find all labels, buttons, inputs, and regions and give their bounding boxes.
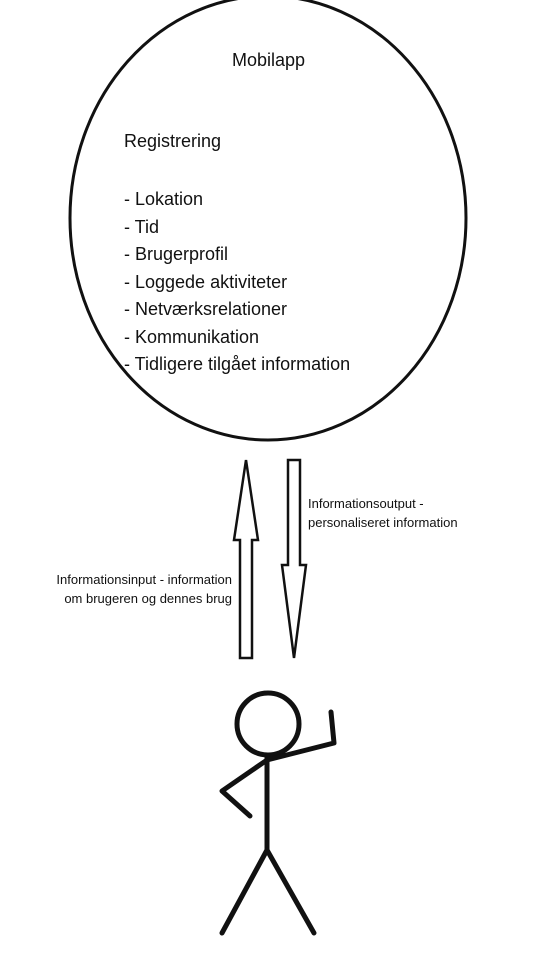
user-left-arm xyxy=(219,757,270,819)
app-title: Mobilapp xyxy=(231,50,306,70)
list-item: - Loggede aktiviteter xyxy=(124,271,288,292)
output-label-line: personaliseret information xyxy=(308,515,458,530)
output-label-line: Informationsoutput - xyxy=(308,496,424,511)
registration-heading: Registrering xyxy=(124,131,222,151)
user-right-arm xyxy=(264,709,337,763)
input-label-line: om brugeren og dennes brug xyxy=(64,591,232,606)
list-item: - Tidligere tilgået information xyxy=(124,354,351,374)
output-arrow-down xyxy=(280,458,308,659)
input-arrow-label: Informationsinput - information om bruge… xyxy=(0,570,232,608)
output-arrow-label: Informationsoutput - personaliseret info… xyxy=(308,494,458,532)
user-stick-figure xyxy=(219,690,337,936)
user-head xyxy=(234,690,302,758)
list-item: - Tid xyxy=(124,216,160,237)
mobilapp-circle xyxy=(68,0,468,442)
input-label-line: Informationsinput - information xyxy=(56,572,232,587)
user-left-leg xyxy=(219,847,270,936)
user-right-leg xyxy=(264,847,317,936)
list-item: - Lokation xyxy=(124,189,204,209)
list-item: - Netværksrelationer xyxy=(124,299,288,319)
input-arrow-up xyxy=(232,459,260,660)
list-item: - Kommunikation xyxy=(124,326,260,347)
registration-list: - Lokation - Tid - Brugerprofil - Logged… xyxy=(124,186,350,379)
list-item: - Brugerprofil xyxy=(124,244,229,264)
